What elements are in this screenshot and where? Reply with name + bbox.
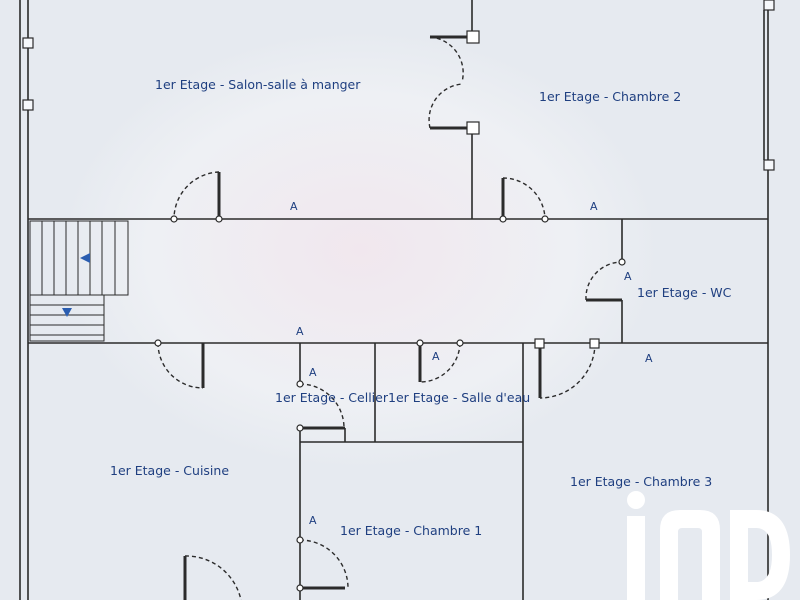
door-swing: [184, 555, 242, 600]
door-hinge: [296, 536, 304, 544]
room-label-chambre3: 1er Etage - Chambre 3: [570, 474, 713, 489]
wall-node: [589, 338, 600, 349]
staircase-lower: [29, 294, 105, 342]
door-hinge: [154, 339, 162, 347]
door-hinge: [416, 339, 424, 347]
room-label-chambre2: 1er Etage - Chambre 2: [539, 89, 682, 104]
door-hinge: [618, 258, 626, 266]
room-label-cellier: 1er Etage - Cellier: [275, 390, 388, 405]
door-hinge: [541, 215, 549, 223]
door-swing: [157, 342, 204, 389]
marker-a: A: [309, 514, 317, 527]
door-swing: [299, 383, 345, 429]
room-label-salle-eau: 1er Etage - Salle d'eau: [388, 390, 531, 405]
door-swing: [428, 83, 463, 129]
door-hinge: [215, 215, 223, 223]
door-hinge: [296, 424, 304, 432]
door-swing: [173, 171, 220, 220]
marker-a: A: [624, 270, 632, 283]
window-left-bottom: [22, 99, 34, 111]
door-hinge: [170, 215, 178, 223]
room-label-salon: 1er Etage - Salon-salle à manger: [155, 77, 361, 92]
door-hinge: [296, 584, 304, 592]
door-swing: [429, 36, 464, 83]
door-swing: [539, 342, 596, 399]
door-swing: [502, 177, 546, 220]
marker-a: A: [309, 366, 317, 379]
door-hinge: [456, 339, 464, 347]
room-label-wc: 1er Etage - WC: [637, 285, 732, 300]
room-label-cuisine: 1er Etage - Cuisine: [110, 463, 230, 478]
wall-node: [466, 121, 480, 135]
marker-a: A: [432, 350, 440, 363]
marker-a: A: [290, 200, 298, 213]
marker-a: A: [590, 200, 598, 213]
room-label-chambre1: 1er Etage - Chambre 1: [340, 523, 483, 538]
door-hinge: [296, 380, 304, 388]
wall-node: [534, 338, 545, 349]
window-right-top: [763, 0, 775, 11]
marker-a: A: [645, 352, 653, 365]
window-left-top: [22, 37, 34, 49]
marker-a: A: [296, 325, 304, 338]
stair-arrow-down-icon: [62, 308, 72, 317]
iad-logo: [627, 491, 790, 600]
staircase-upper: [29, 220, 129, 296]
window-right-bottom: [763, 159, 775, 171]
door-swing: [419, 342, 461, 383]
door-swing: [299, 539, 349, 589]
stair-arrow-left-icon: [80, 253, 90, 263]
door-hinge: [499, 215, 507, 223]
door-swing: [585, 261, 623, 301]
wall-node: [466, 30, 480, 44]
